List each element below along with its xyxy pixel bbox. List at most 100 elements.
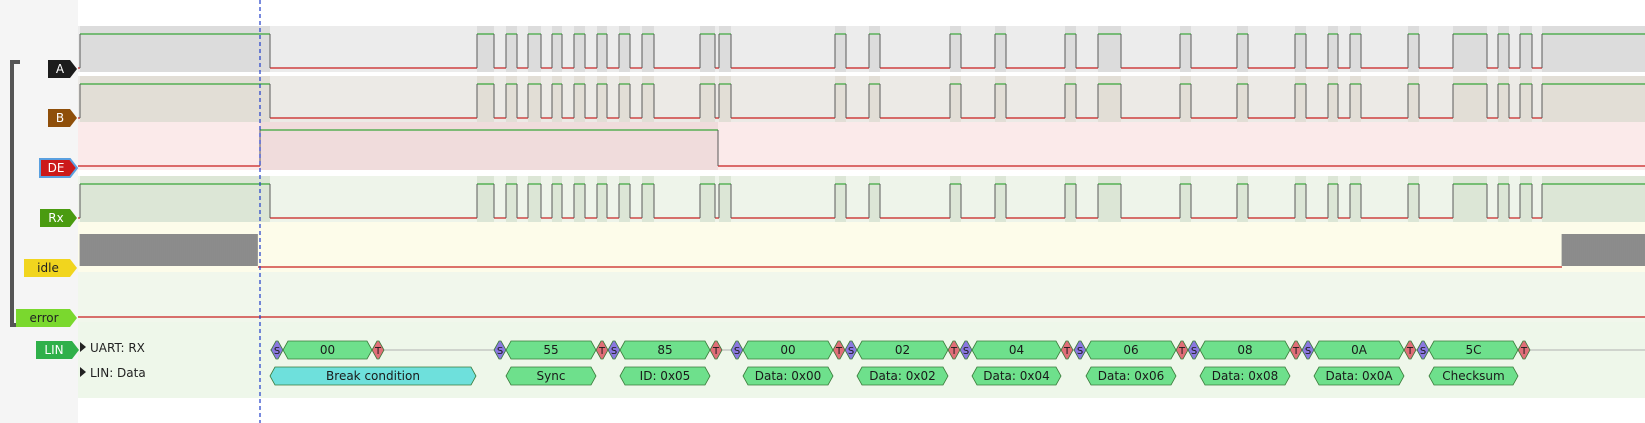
high-level-shade (1453, 26, 1487, 72)
channel-row-bg (78, 26, 1645, 72)
lin-field-4[interactable]: Data: 0x02 (856, 366, 949, 386)
annotation-label: Data: 0x04 (983, 369, 1050, 383)
uart-byte-8[interactable]: 0A (1313, 340, 1405, 360)
high-level-shade (1180, 26, 1191, 72)
decoder-row-label-uart-rx[interactable]: UART: RX (90, 341, 145, 355)
uart-byte-4[interactable]: 02 (856, 340, 949, 360)
annotation-shape[interactable] (1085, 366, 1177, 386)
channel-tag-shape[interactable] (40, 209, 77, 227)
high-level-shade (1328, 176, 1338, 222)
high-level-shade (995, 76, 1006, 122)
decoder-row-expand-icon[interactable] (80, 342, 86, 352)
annotation-shape[interactable] (971, 366, 1062, 386)
high-level-shade (1520, 176, 1532, 222)
channel-tag-label: idle (37, 261, 59, 275)
uart-byte-7[interactable]: 08 (1199, 340, 1291, 360)
annotation-label: Data: 0x00 (755, 369, 822, 383)
decoder-tag-lin[interactable]: LIN (36, 341, 79, 359)
channel-tag-error[interactable]: error (16, 309, 77, 327)
annotation-label: 5C (1465, 343, 1481, 357)
uart-byte-5[interactable]: 04 (971, 340, 1062, 360)
channel-group-bracket[interactable] (10, 60, 20, 327)
annotation-label: 00 (780, 343, 795, 357)
channel-tag-DE[interactable]: DE (39, 158, 79, 178)
high-level-shade (719, 26, 731, 72)
annotation-shape[interactable] (1199, 366, 1291, 386)
annotation-label: 04 (1009, 343, 1024, 357)
high-level-shade (80, 26, 270, 72)
uart-stop-bit[interactable]: T (1060, 340, 1074, 360)
channel-tag-B[interactable]: B (48, 109, 77, 127)
uart-stop-bit[interactable]: T (1517, 340, 1531, 360)
annotation-shape[interactable] (1428, 366, 1519, 386)
annotation-label: 55 (543, 343, 558, 357)
annotation-shape[interactable] (856, 366, 949, 386)
lin-field-6[interactable]: Data: 0x06 (1085, 366, 1177, 386)
uart-byte-3[interactable]: 00 (742, 340, 834, 360)
annotation-shape[interactable] (742, 366, 834, 386)
channel-tag-shape[interactable] (48, 60, 77, 78)
channel-row-bg (78, 76, 1645, 122)
uart-stop-bit[interactable]: T (709, 340, 723, 360)
high-level-shade (1542, 176, 1645, 222)
high-level-shade (1295, 26, 1306, 72)
high-level-shade (1295, 176, 1306, 222)
lin-field-5[interactable]: Data: 0x04 (971, 366, 1062, 386)
high-level-shade (1453, 76, 1487, 122)
high-level-shade (835, 76, 846, 122)
annotation-label: T (1063, 346, 1071, 357)
idle-activity-block (1562, 234, 1645, 266)
channel-tag-shape[interactable] (24, 259, 77, 277)
channel-tag-shape[interactable] (16, 309, 77, 327)
lin-field-7[interactable]: Data: 0x08 (1199, 366, 1291, 386)
uart-byte-9[interactable]: 5C (1428, 340, 1519, 360)
uart-stop-bit[interactable]: T (1403, 340, 1417, 360)
decoder-tag-label: LIN (44, 343, 63, 357)
high-level-shade (950, 76, 961, 122)
lin-field-1[interactable]: Sync (505, 366, 597, 386)
annotation-shape[interactable] (1060, 340, 1074, 360)
high-level-shade (1520, 26, 1532, 72)
channel-tag-Rx[interactable]: Rx (40, 209, 77, 227)
high-level-shade (477, 176, 494, 222)
idle-activity-block (80, 234, 258, 266)
decoder-row-expand-icon[interactable] (80, 367, 86, 377)
uart-byte-6[interactable]: 06 (1085, 340, 1177, 360)
high-level-shade (700, 76, 715, 122)
annotation-shape[interactable] (1517, 340, 1531, 360)
uart-stop-bit[interactable]: T (371, 340, 385, 360)
annotation-shape[interactable] (1313, 366, 1405, 386)
lin-field-8[interactable]: Data: 0x0A (1313, 366, 1405, 386)
channel-tag-idle[interactable]: idle (24, 259, 77, 277)
channel-tag-shape[interactable] (48, 109, 77, 127)
decoder-tag-shape[interactable] (36, 341, 79, 359)
lin-field-0[interactable]: Break condition (269, 366, 477, 386)
channel-row-bg (78, 272, 1645, 322)
high-level-shade (1498, 176, 1509, 222)
annotation-shape[interactable] (709, 340, 723, 360)
channel-tag-shape[interactable] (39, 158, 79, 178)
high-level-shade (1350, 76, 1361, 122)
annotation-label: 85 (657, 343, 672, 357)
lin-field-2[interactable]: ID: 0x05 (619, 366, 711, 386)
lin-field-9[interactable]: Checksum (1428, 366, 1519, 386)
annotation-shape[interactable] (269, 366, 477, 386)
high-level-shade (528, 26, 541, 72)
uart-byte-2[interactable]: 85 (619, 340, 711, 360)
channel-tag-A[interactable]: A (48, 60, 77, 78)
decoder-row-label-lin-data[interactable]: LIN: Data (90, 366, 146, 380)
lin-field-3[interactable]: Data: 0x00 (742, 366, 834, 386)
high-level-shade (506, 76, 517, 122)
uart-byte-1[interactable]: 55 (505, 340, 597, 360)
trace-DE (78, 122, 1645, 170)
annotation-label: S (497, 346, 503, 357)
high-level-shade (642, 176, 654, 222)
annotation-shape[interactable] (619, 366, 711, 386)
uart-byte-0[interactable]: 00 (282, 340, 373, 360)
annotation-shape[interactable] (505, 366, 597, 386)
annotation-shape[interactable] (1403, 340, 1417, 360)
annotation-shape[interactable] (371, 340, 385, 360)
high-level-shade (719, 76, 731, 122)
